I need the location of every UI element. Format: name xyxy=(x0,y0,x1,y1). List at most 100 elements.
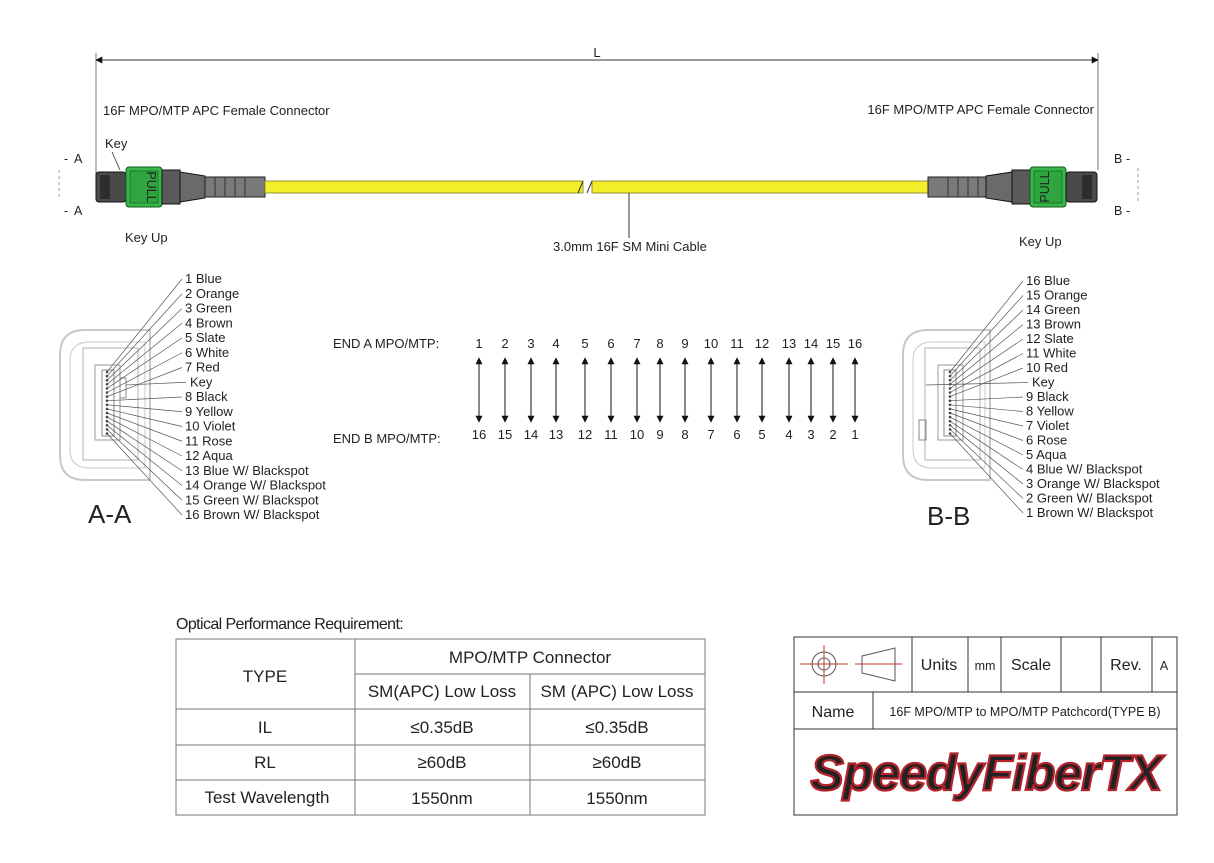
group-header: MPO/MTP Connector xyxy=(449,648,612,667)
aa-fiber-label: 12 Aqua xyxy=(185,448,233,463)
aa-fiber-label: 5 Slate xyxy=(185,330,225,345)
end-a-fiber-number: 5 xyxy=(581,336,588,351)
aa-fiber-label: 4 Brown xyxy=(185,315,233,330)
name-value: 16F MPO/MTP to MPO/MTP Patchcord(TYPE B) xyxy=(889,705,1160,719)
bb-fiber-label: 11 White xyxy=(1026,346,1076,361)
section-mark-b: B - B - xyxy=(1114,152,1139,218)
bb-fiber-dot xyxy=(948,399,952,403)
row-rl-c2: ≥60dB xyxy=(592,753,641,772)
bb-fiber-dot xyxy=(948,415,952,419)
connector-b-pull: PULL xyxy=(1038,171,1052,202)
end-b-fiber-number: 3 xyxy=(807,427,814,442)
end-a-fiber-number: 1 xyxy=(475,336,482,351)
connector-a-key-up: Key Up xyxy=(125,230,168,245)
rev-label: Rev. xyxy=(1110,657,1142,674)
section-b-top-letter: B xyxy=(1114,152,1122,166)
aa-fiber-label: 14 Orange W/ Blackspot xyxy=(185,478,326,493)
fiber-mapping: 1162153144135126117108998107116125134143… xyxy=(472,336,862,442)
bb-fiber-dot xyxy=(948,370,952,374)
end-a-fiber-number: 16 xyxy=(848,336,862,351)
end-b-fiber-number: 16 xyxy=(472,427,486,442)
aa-fiber-dot xyxy=(105,432,109,435)
end-a-label: END A MPO/MTP: xyxy=(333,336,439,351)
aa-fiber-label: 15 Green W/ Blackspot xyxy=(185,492,319,507)
row-wavelength-c2: 1550nm xyxy=(586,789,647,808)
end-a-fiber-number: 12 xyxy=(755,336,769,351)
bb-fiber-label: 13 Brown xyxy=(1026,317,1081,332)
bb-fiber-dot xyxy=(948,378,952,382)
end-a-fiber-number: 4 xyxy=(552,336,559,351)
aa-fiber-label: 7 Red xyxy=(185,360,220,375)
aa-fiber-dot xyxy=(105,411,109,415)
bb-fiber-dot xyxy=(948,403,952,407)
cable: 3.0mm 16F SM Mini Cable xyxy=(264,180,929,254)
length-label: L xyxy=(593,45,600,60)
bb-fiber-label: 1 Brown W/ Blackspot xyxy=(1026,505,1154,520)
end-a-fiber-number: 14 xyxy=(804,336,818,351)
bb-fiber-label: 5 Aqua xyxy=(1026,447,1067,462)
aa-fiber-label: 11 Rose xyxy=(185,433,232,448)
bb-key-label: Key xyxy=(1032,375,1055,390)
cable-label: 3.0mm 16F SM Mini Cable xyxy=(553,239,707,254)
end-b-fiber-number: 5 xyxy=(758,427,765,442)
aa-fiber-dot xyxy=(105,395,109,398)
end-b-fiber-number: 6 xyxy=(733,427,740,442)
bb-fiber-label: 15 Orange xyxy=(1026,288,1087,303)
end-a-fiber-number: 11 xyxy=(730,336,744,351)
end-b-fiber-number: 11 xyxy=(604,427,618,442)
bb-fiber-label: 6 Rose xyxy=(1026,433,1067,448)
end-a-fiber-number: 7 xyxy=(633,336,640,351)
col1-header: SM(APC) Low Loss xyxy=(368,682,516,701)
aa-fiber-label: 10 Violet xyxy=(185,419,236,434)
title-block: Units mm Scale Rev. A Name 16F MPO/MTP t… xyxy=(793,636,1178,816)
end-b-fiber-number: 9 xyxy=(656,427,663,442)
section-bb-title: B-B xyxy=(927,501,970,531)
end-b-fiber-number: 13 xyxy=(549,427,563,442)
end-b-fiber-number: 14 xyxy=(524,427,538,442)
connector-b-key-up: Key Up xyxy=(1019,234,1062,249)
length-dimension: L xyxy=(95,45,1099,175)
end-a-fiber-number: 15 xyxy=(826,336,840,351)
row-rl-c1: ≥60dB xyxy=(417,753,466,772)
aa-fiber-label: 8 Black xyxy=(185,389,228,404)
brand-logo: SpeedyFiberTX xyxy=(811,745,1166,801)
row-wavelength-label: Test Wavelength xyxy=(204,788,329,807)
end-a-fiber-number: 6 xyxy=(607,336,614,351)
bb-fiber-label: 7 Violet xyxy=(1026,418,1070,433)
performance-table: TYPE MPO/MTP Connector SM(APC) Low Loss … xyxy=(175,638,706,816)
bb-fiber-dot xyxy=(948,424,952,427)
svg-text:-: - xyxy=(64,204,68,218)
svg-text:-: - xyxy=(1126,152,1130,166)
end-b-fiber-number: 4 xyxy=(785,427,792,442)
bb-fiber-label: 9 Black xyxy=(1026,389,1069,404)
end-a-fiber-number: 3 xyxy=(527,336,534,351)
scale-label: Scale xyxy=(1011,657,1051,674)
end-b-label: END B MPO/MTP: xyxy=(333,431,441,446)
bb-fiber-dot xyxy=(948,419,952,423)
row-il-c1: ≤0.35dB xyxy=(410,718,473,737)
performance-title: Optical Performance Requirement: xyxy=(176,616,403,633)
section-mark-a: - A - A xyxy=(58,152,83,218)
svg-text:-: - xyxy=(1126,204,1130,218)
bb-fiber-dot xyxy=(948,428,952,431)
aa-fiber-label: 6 White xyxy=(185,345,229,360)
aa-fiber-dot xyxy=(105,399,109,403)
end-b-fiber-number: 15 xyxy=(498,427,512,442)
end-b-fiber-number: 2 xyxy=(829,427,836,442)
aa-fiber-dot xyxy=(105,415,109,419)
bb-fiber-dot xyxy=(948,374,952,378)
end-b-fiber-number: 12 xyxy=(578,427,592,442)
end-a-fiber-number: 2 xyxy=(501,336,508,351)
bb-fiber-label: 3 Orange W/ Blackspot xyxy=(1026,476,1160,491)
aa-fiber-dot xyxy=(105,378,109,382)
bb-fiber-label: 2 Green W/ Blackspot xyxy=(1026,491,1153,506)
bb-fiber-dot xyxy=(948,432,952,435)
bb-fiber-dot xyxy=(948,395,952,398)
aa-fiber-label: 1 Blue xyxy=(185,271,222,286)
aa-fiber-dot xyxy=(105,403,109,407)
aa-fiber-dot xyxy=(105,424,109,427)
units-value: mm xyxy=(975,659,996,673)
